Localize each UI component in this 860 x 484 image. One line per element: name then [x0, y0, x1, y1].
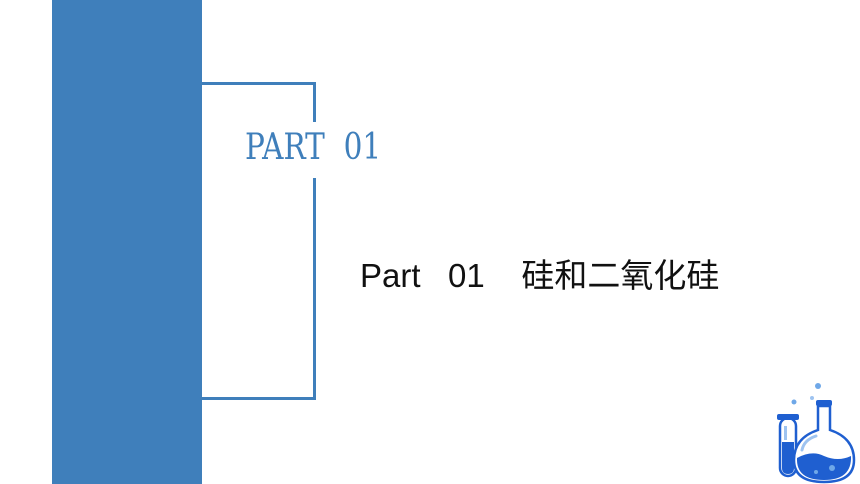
accent-bar: [52, 0, 202, 484]
part-title: PART 01: [245, 127, 382, 168]
frame-gap: [312, 122, 320, 178]
chemistry-flask-icon: [772, 380, 860, 484]
section-subtitle: Part 01 硅和二氧化硅: [360, 257, 720, 294]
title-frame: [200, 82, 316, 400]
